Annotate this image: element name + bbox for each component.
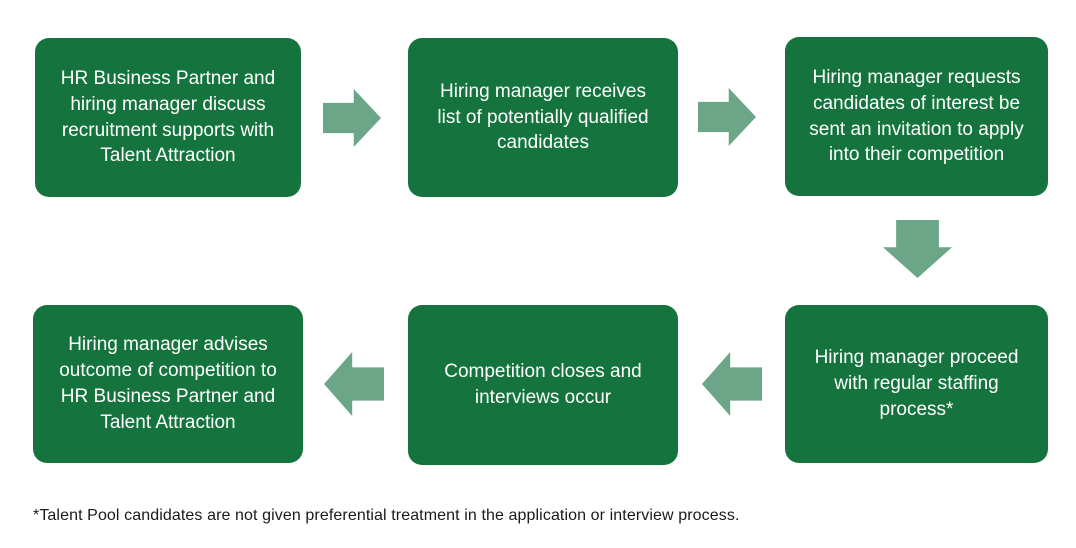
arrow-right-icon bbox=[323, 89, 381, 147]
flow-step-6: Hiring manager advises outcome of compet… bbox=[33, 305, 303, 463]
footnote: *Talent Pool candidates are not given pr… bbox=[33, 507, 740, 524]
flow-step-4: Hiring manager proceed with regular staf… bbox=[785, 305, 1048, 463]
flow-step-5: Competition closes and interviews occur bbox=[408, 305, 678, 465]
flow-step-5-label: Competition closes and interviews occur bbox=[444, 361, 642, 408]
arrow-right-icon bbox=[698, 88, 756, 146]
flow-step-3: Hiring manager requests candidates of in… bbox=[785, 37, 1048, 196]
arrow-down-icon bbox=[883, 220, 952, 278]
flow-step-6-label: Hiring manager advises outcome of compet… bbox=[59, 334, 277, 433]
flow-step-4-label: Hiring manager proceed with regular staf… bbox=[814, 347, 1019, 420]
flow-step-3-label: Hiring manager requests candidates of in… bbox=[809, 66, 1024, 166]
flow-step-2: Hiring manager receives list of potentia… bbox=[408, 38, 678, 197]
flow-step-2-label: Hiring manager receives list of potentia… bbox=[437, 80, 649, 154]
flow-step-1: HR Business Partner and hiring manager d… bbox=[35, 38, 301, 197]
arrow-left-icon bbox=[702, 352, 762, 416]
flow-step-1-label: HR Business Partner and hiring manager d… bbox=[60, 67, 276, 167]
arrow-left-icon bbox=[324, 352, 384, 416]
